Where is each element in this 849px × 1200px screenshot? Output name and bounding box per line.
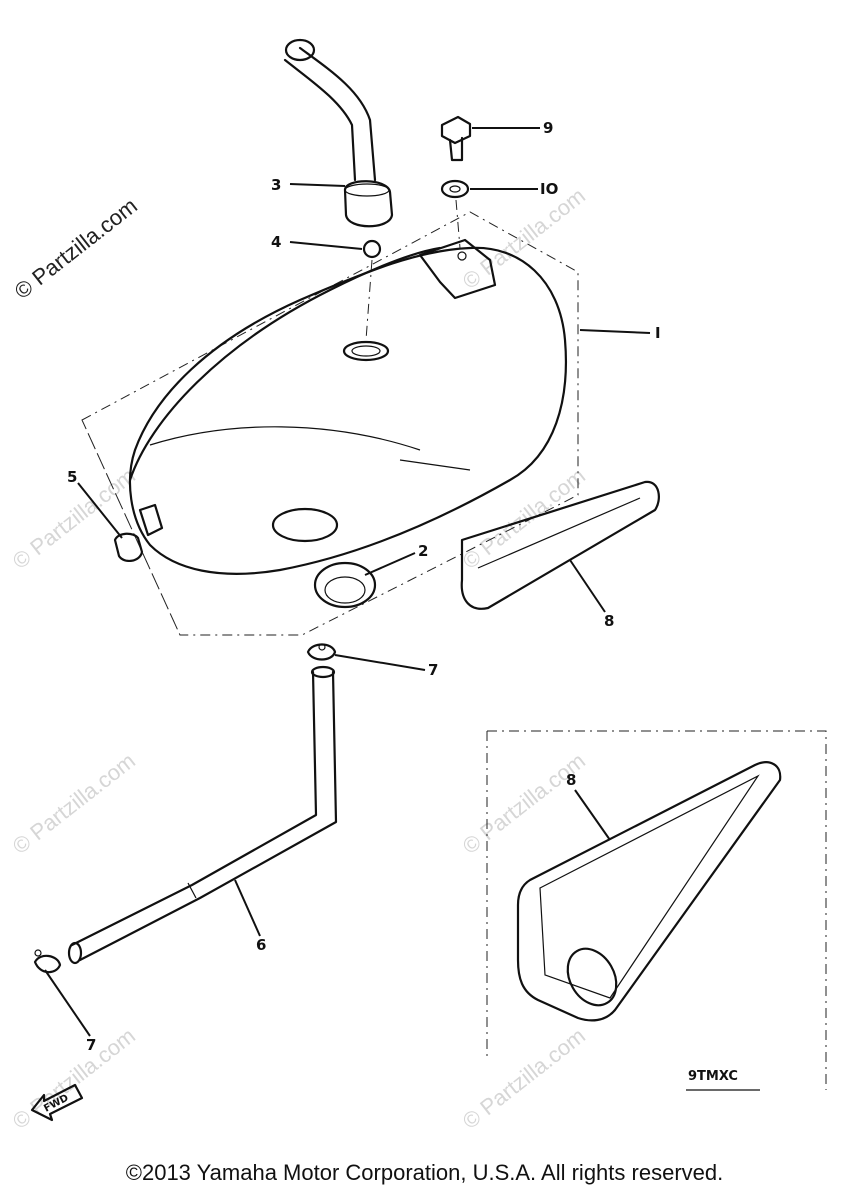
watermark: © Partzilla.com — [458, 463, 590, 574]
callout-10: IO — [540, 180, 558, 198]
washer-10 — [440, 179, 470, 199]
breather-pipe — [283, 38, 394, 228]
assembly-outline — [81, 211, 579, 636]
hose-clip-bottom — [33, 949, 62, 974]
filler-cap — [313, 561, 377, 609]
copyright-notice: ©2013 Yamaha Motor Corporation, U.S.A. A… — [125, 1160, 724, 1185]
fuel-cock-cap — [113, 532, 144, 562]
leader-lines — [44, 127, 651, 1037]
callout-4: 4 — [271, 233, 281, 251]
watermark: © Partzilla.com — [458, 748, 590, 859]
bolt — [440, 115, 472, 162]
watermark: © Partzilla.com — [8, 1023, 140, 1134]
watermark: © Partzilla.com — [8, 748, 140, 859]
callout-8-emblem: 8 — [604, 612, 614, 630]
callout-5: 5 — [67, 468, 77, 486]
callout-2: 2 — [418, 542, 428, 560]
callout-6: 6 — [256, 936, 266, 954]
callout-7-bottom: 7 — [86, 1036, 96, 1054]
callout-7-top: 7 — [428, 661, 438, 679]
fuel-hose — [67, 665, 338, 965]
callout-1: I — [655, 324, 661, 342]
callout-8-inset: 8 — [566, 771, 576, 789]
hose-clip-top — [306, 643, 337, 661]
washer — [362, 239, 382, 259]
watermark-primary: © Partzilla.com — [10, 193, 142, 304]
tank-emblem — [460, 480, 660, 610]
callout-9: 9 — [543, 119, 553, 137]
watermark: © Partzilla.com — [458, 183, 590, 294]
model-inset: 9TMXC — [486, 730, 827, 1091]
fuel-tank — [128, 238, 567, 575]
model-code: 9TMXC — [688, 1069, 738, 1084]
callout-3: 3 — [271, 176, 281, 194]
watermark: © Partzilla.com — [458, 1023, 590, 1134]
